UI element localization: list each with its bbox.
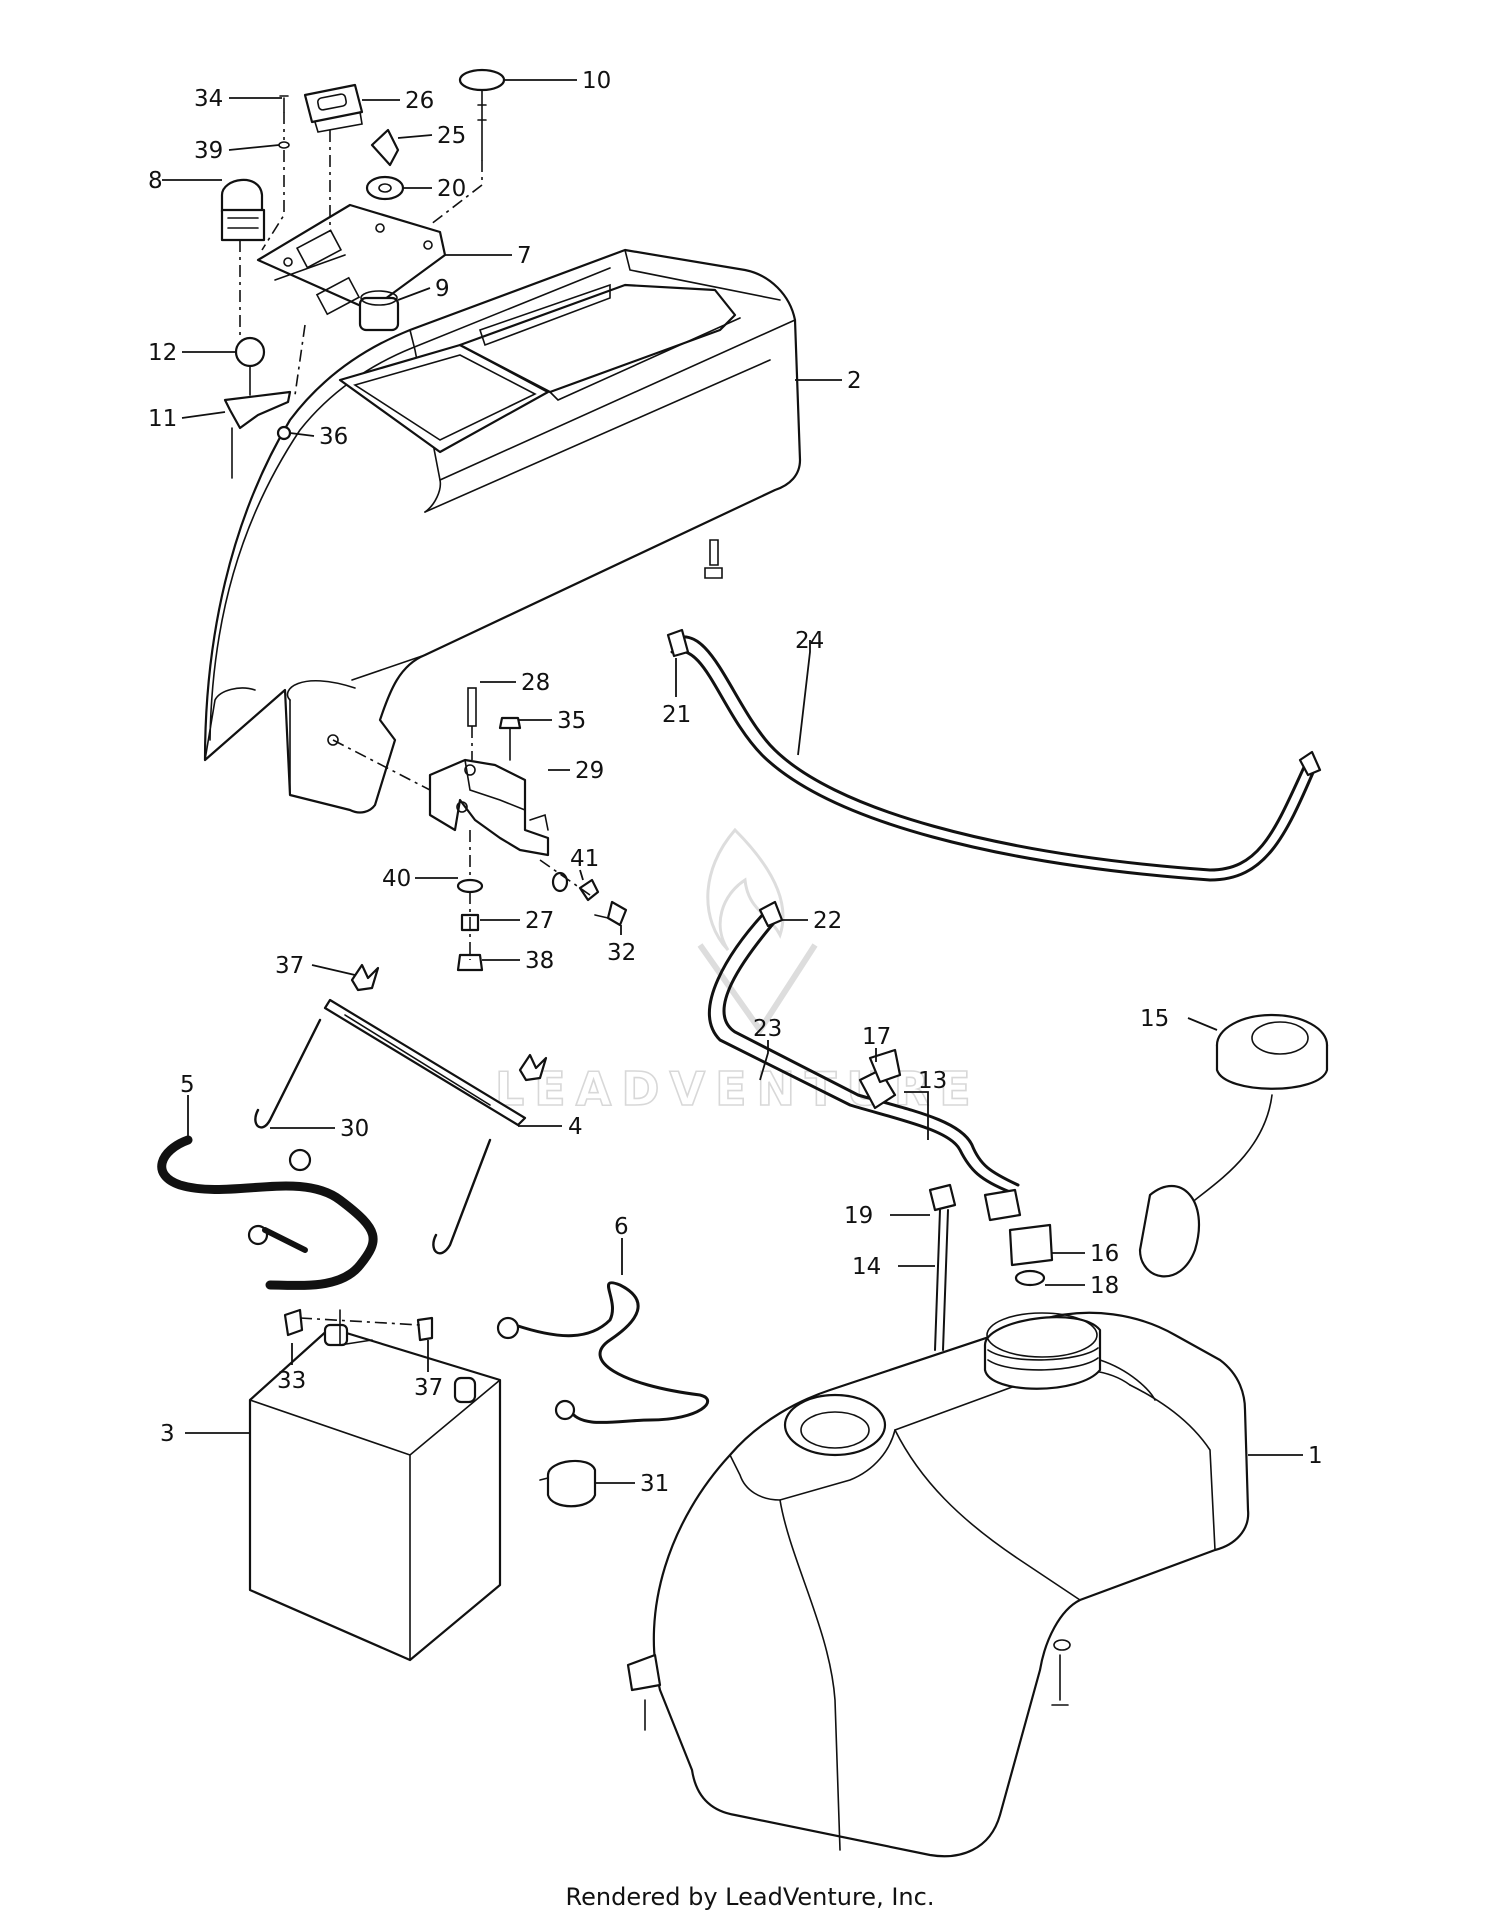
callout-21: 21 bbox=[662, 702, 691, 728]
bracket-29 bbox=[428, 758, 550, 857]
callout-24: 24 bbox=[795, 628, 824, 654]
assembly-dashes-bracket bbox=[332, 726, 591, 960]
cable-6 bbox=[496, 1281, 709, 1424]
callout-25: 25 bbox=[437, 123, 466, 149]
callout-39: 39 bbox=[194, 138, 223, 164]
knob-25 bbox=[370, 128, 400, 167]
hardware-28-35 bbox=[467, 687, 522, 761]
control-plate bbox=[256, 203, 447, 316]
callout-26: 26 bbox=[405, 88, 434, 114]
callout-14: 14 bbox=[852, 1254, 881, 1280]
callout-37-bottom: 37 bbox=[414, 1375, 443, 1401]
callout-40: 40 bbox=[382, 866, 411, 892]
battery-cable-5 bbox=[157, 1135, 378, 1290]
callout-12: 12 bbox=[148, 340, 177, 366]
throttle-lever bbox=[223, 336, 292, 479]
callout-16: 16 bbox=[1090, 1241, 1119, 1267]
assembly-dashes-top bbox=[239, 112, 483, 396]
switch-8 bbox=[220, 178, 266, 242]
battery-3 bbox=[248, 1308, 502, 1662]
callout-7: 7 bbox=[517, 243, 532, 269]
bushing-20 bbox=[365, 175, 405, 201]
wingnuts-37 bbox=[350, 963, 548, 1082]
hose-24 bbox=[666, 628, 1322, 882]
callout-41: 41 bbox=[570, 846, 599, 872]
leader-lines bbox=[162, 79, 1303, 1484]
callout-20: 20 bbox=[437, 176, 466, 202]
callout-33: 33 bbox=[277, 1368, 306, 1394]
hold-down-bar-4 bbox=[323, 998, 527, 1127]
callout-35: 35 bbox=[557, 708, 586, 734]
callout-27: 27 bbox=[525, 908, 554, 934]
callout-15: 15 bbox=[1140, 1006, 1169, 1032]
ignition-switch-9 bbox=[358, 290, 400, 332]
callout-11: 11 bbox=[148, 406, 177, 432]
callout-37-top: 37 bbox=[275, 953, 304, 979]
callout-10: 10 bbox=[582, 68, 611, 94]
callout-18: 18 bbox=[1090, 1273, 1119, 1299]
callout-23: 23 bbox=[753, 1016, 782, 1042]
terminal-cover-31 bbox=[539, 1459, 597, 1508]
callout-17: 17 bbox=[862, 1024, 891, 1050]
callout-34: 34 bbox=[194, 86, 223, 112]
fuel-cap-15 bbox=[1138, 1013, 1329, 1278]
callout-22: 22 bbox=[813, 908, 842, 934]
hardware-41-32 bbox=[551, 871, 628, 927]
vent-tube-14-19 bbox=[928, 1183, 957, 1351]
knob-10 bbox=[458, 68, 506, 161]
rods-30 bbox=[254, 1018, 492, 1255]
callout-13: 13 bbox=[918, 1068, 947, 1094]
grommet-16-18 bbox=[1008, 1223, 1054, 1287]
footer-credit: Rendered by LeadVenture, Inc. bbox=[565, 1883, 935, 1911]
switch-26 bbox=[303, 83, 364, 133]
callout-36: 36 bbox=[319, 424, 348, 450]
callout-8: 8 bbox=[148, 168, 163, 194]
callout-2: 2 bbox=[847, 368, 862, 394]
callout-1: 1 bbox=[1308, 1443, 1323, 1469]
console-housing bbox=[203, 248, 802, 814]
callout-5: 5 bbox=[180, 1072, 195, 1098]
callout-29: 29 bbox=[575, 758, 604, 784]
fuel-tank-1 bbox=[626, 1311, 1250, 1858]
callouts: 34 26 10 39 25 8 20 7 9 2 12 11 36 24 28… bbox=[148, 68, 1323, 1497]
callout-38: 38 bbox=[525, 948, 554, 974]
hose-23-13 bbox=[707, 900, 1022, 1222]
callout-9: 9 bbox=[435, 276, 450, 302]
callout-28: 28 bbox=[521, 670, 550, 696]
callout-30: 30 bbox=[340, 1116, 369, 1142]
callout-19: 19 bbox=[844, 1203, 873, 1229]
callout-6: 6 bbox=[614, 1214, 629, 1240]
callout-4: 4 bbox=[568, 1114, 583, 1140]
callout-31: 31 bbox=[640, 1471, 669, 1497]
callout-3: 3 bbox=[160, 1421, 175, 1447]
callout-32: 32 bbox=[607, 940, 636, 966]
